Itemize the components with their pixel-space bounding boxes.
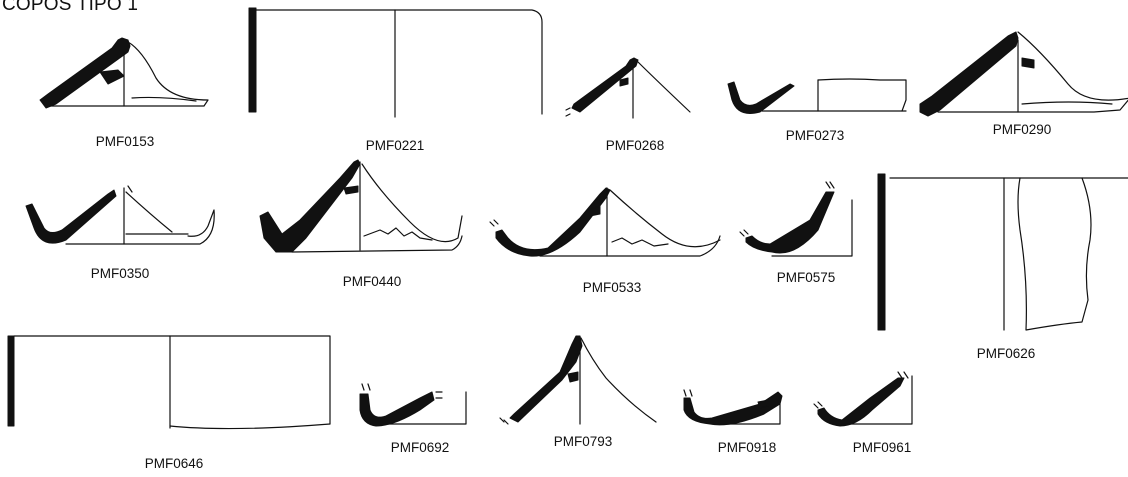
label-pmf0961: PMF0961 xyxy=(853,440,912,455)
profile-drawing-pmf0153: PMF0153 xyxy=(39,37,209,149)
profile-drawing-pmf0646: PMF0646 xyxy=(7,335,331,471)
label-pmf0350: PMF0350 xyxy=(91,266,150,281)
label-pmf0440: PMF0440 xyxy=(343,274,402,289)
profile-drawing-pmf0273: PMF0273 xyxy=(727,78,907,143)
plate-title: COPOS TIPO 1 xyxy=(2,0,139,15)
profile-drawing-pmf0918: PMF0918 xyxy=(683,389,783,455)
profile-drawing-pmf0533: PMF0533 xyxy=(489,187,721,295)
profile-drawing-pmf0290: PMF0290 xyxy=(919,31,1128,137)
profile-drawing-pmf0961: PMF0961 xyxy=(813,371,913,455)
profile-drawing-pmf0221: PMF0221 xyxy=(248,7,543,153)
profile-drawing-pmf0793: PMF0793 xyxy=(499,335,657,449)
profile-drawing-pmf0268: PMF0268 xyxy=(565,57,691,153)
label-pmf0692: PMF0692 xyxy=(391,440,450,455)
profile-drawing-pmf0692: PMF0692 xyxy=(359,383,467,455)
profile-drawing-pmf0575: PMF0575 xyxy=(739,181,853,285)
label-pmf0273: PMF0273 xyxy=(786,128,845,143)
label-pmf0793: PMF0793 xyxy=(554,434,613,449)
profile-drawing-pmf0626: PMF0626 xyxy=(877,173,1128,361)
label-pmf0626: PMF0626 xyxy=(977,346,1036,361)
profile-drawing-pmf0440: PMF0440 xyxy=(259,159,463,289)
label-pmf0575: PMF0575 xyxy=(777,270,836,285)
label-pmf0918: PMF0918 xyxy=(718,440,777,455)
profile-drawing-pmf0350: PMF0350 xyxy=(25,185,215,281)
label-pmf0533: PMF0533 xyxy=(583,280,642,295)
label-pmf0268: PMF0268 xyxy=(606,138,665,153)
label-pmf0153: PMF0153 xyxy=(96,134,155,149)
label-pmf0221: PMF0221 xyxy=(366,138,425,153)
label-pmf0646: PMF0646 xyxy=(145,456,204,471)
label-pmf0290: PMF0290 xyxy=(993,122,1052,137)
